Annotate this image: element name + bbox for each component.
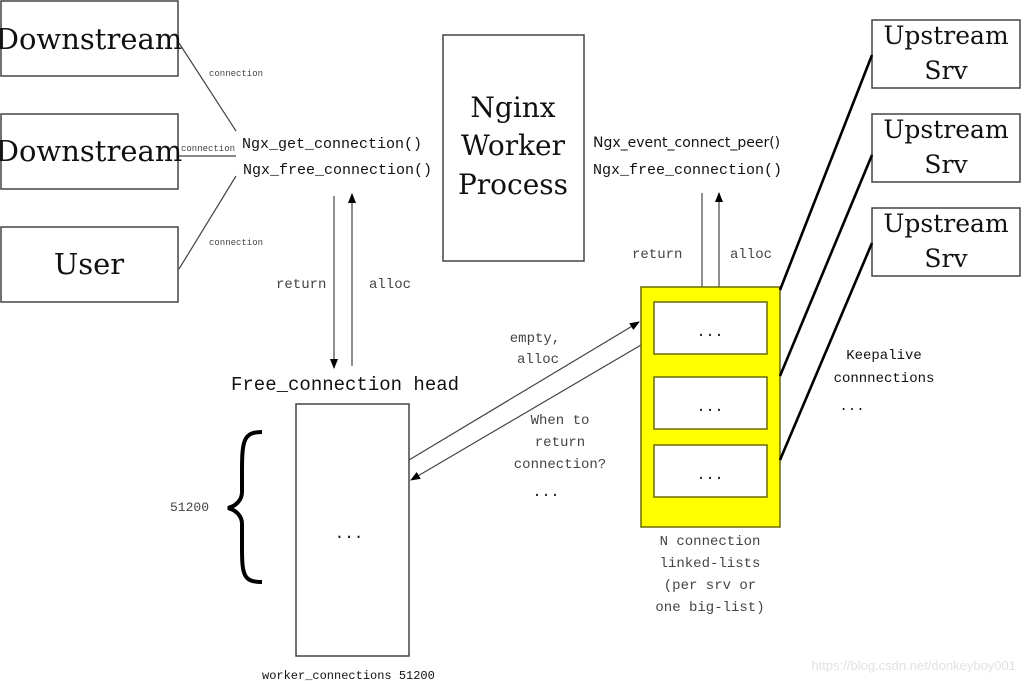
worker-line-3: Process	[458, 168, 568, 201]
alloc-label-left: alloc	[369, 277, 411, 293]
slot-ellipsis: ...	[696, 467, 723, 484]
upstream-line-1: Upstream	[883, 115, 1009, 144]
upstream-server-2: Upstream Srv	[871, 113, 1021, 183]
alloc-label-cross: alloc	[517, 352, 559, 368]
free-connection-head-label: Free_connection head	[231, 374, 459, 396]
connection-edge-label-3: connection	[209, 238, 263, 248]
user-node: User	[0, 226, 179, 303]
keepalive-line-2	[778, 154, 874, 377]
slot-ellipsis: ...	[696, 324, 723, 341]
brace-count-label: 51200	[170, 500, 209, 515]
worker-connections-label: worker_connections 51200	[262, 669, 435, 683]
upstream-box	[871, 207, 1021, 277]
worker-box	[442, 34, 585, 262]
nginx-worker-process: Nginx Worker Process	[442, 34, 585, 262]
downstream-box	[0, 113, 179, 190]
upstream-box	[871, 19, 1021, 89]
user-label: User	[54, 247, 124, 281]
upstream-line-1: Upstream	[883, 209, 1009, 238]
slot-ellipsis: ...	[696, 399, 723, 416]
keepalive-ellipsis: ...	[839, 399, 864, 415]
free-connection-function-left: Ngx_free_connection()	[243, 162, 432, 179]
return-connection-arrow	[410, 344, 642, 481]
linked-list-slot	[653, 376, 768, 430]
keepalive-line-3	[778, 242, 874, 461]
connection-edge-label-1: connection	[209, 69, 263, 79]
worker-line-1: Nginx	[470, 91, 555, 124]
downstream-box	[0, 0, 179, 77]
upstream-server-3: Upstream Srv	[871, 207, 1021, 277]
downstream-node-2: Downstream	[0, 113, 182, 190]
get-connection-function: Ngx_get_connection()	[242, 136, 422, 153]
linked-lists-caption-1: N connection	[660, 534, 761, 550]
upstream-line-2: Srv	[924, 150, 968, 179]
connection-linked-lists: ... ... ...	[640, 286, 781, 528]
brace-icon	[227, 430, 263, 584]
keepalive-label-1: Keepalive	[846, 348, 922, 364]
return-label-right: return	[632, 247, 682, 263]
watermark: https://blog.csdn.net/donkeyboy001	[811, 658, 1016, 673]
when-to-label: When to	[531, 413, 590, 429]
upstream-server-1: Upstream Srv	[871, 19, 1021, 89]
linked-lists-caption-3: (per srv or	[664, 578, 756, 594]
keepalive-label-2: connnections	[834, 371, 935, 387]
connection-edge-label-2: connection	[181, 144, 235, 154]
free-list-ellipsis: ...	[335, 525, 364, 543]
downstream-label: Downstream	[0, 22, 182, 56]
free-connection-function-right: Ngx_free_connection()	[593, 162, 782, 179]
empty-label: empty,	[510, 331, 560, 347]
downstream-label: Downstream	[0, 134, 182, 168]
keepalive-line-1	[778, 54, 874, 291]
user-box	[0, 226, 179, 303]
alloc-label-right: alloc	[730, 247, 772, 263]
return-label-left: return	[276, 277, 326, 293]
free-connection-array	[295, 403, 410, 657]
worker-line-2: Worker	[461, 129, 566, 162]
upstream-line-2: Srv	[924, 244, 968, 273]
linked-lists-caption-4: one big-list)	[655, 600, 764, 616]
empty-alloc-arrow	[408, 321, 640, 461]
connection-question-label: connection?	[514, 457, 606, 473]
event-connect-peer-function: Ngx_event_connect_peer()	[593, 135, 780, 151]
upstream-line-2: Srv	[924, 56, 968, 85]
linked-list-slot	[653, 301, 768, 355]
linked-list-slot	[653, 444, 768, 498]
linked-lists-caption-2: linked-lists	[660, 556, 761, 572]
upstream-box	[871, 113, 1021, 183]
connection-line-3	[178, 175, 237, 270]
upstream-line-1: Upstream	[883, 21, 1009, 50]
connection-line-1	[178, 42, 237, 132]
cross-ellipsis: ...	[532, 484, 559, 501]
downstream-node-1: Downstream	[0, 0, 182, 77]
return-question-label: return	[535, 435, 585, 451]
